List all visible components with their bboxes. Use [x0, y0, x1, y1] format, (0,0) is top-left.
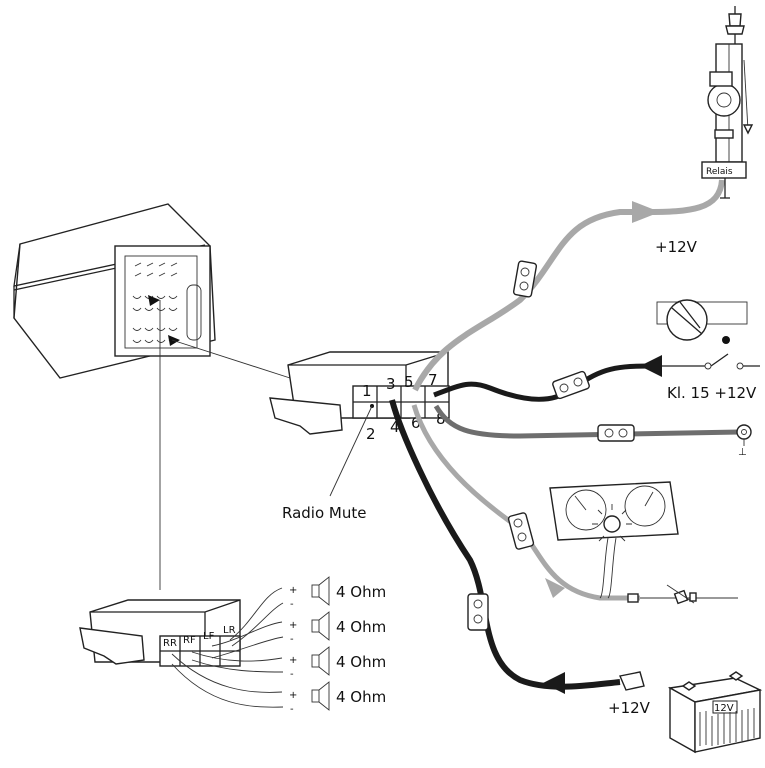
antenna-wire-connector — [512, 260, 538, 298]
pin-4-label: 4 — [390, 418, 400, 436]
instrument-cluster — [549, 481, 679, 599]
arrow-upper-socket — [148, 295, 160, 306]
pin-6-label: 6 — [411, 414, 421, 432]
speaker-2: + - 4 Ohm — [289, 611, 386, 645]
battery-power-label: +12V — [608, 699, 651, 717]
pin-2-label: 2 — [366, 425, 376, 443]
speaker-2-impedance: 4 Ohm — [336, 618, 386, 636]
radio-unit — [13, 203, 216, 379]
illumination-arrow — [545, 578, 565, 598]
channel-lf: LF — [203, 631, 215, 642]
dimmer-circuit — [627, 584, 738, 605]
antenna-wire — [412, 179, 725, 392]
ignition-label: Kl. 15 +12V — [667, 384, 757, 402]
ignition-wire — [433, 363, 651, 402]
antenna-arrow — [632, 201, 660, 223]
ignition-arrow — [640, 355, 662, 377]
ground-wire-connector — [597, 424, 635, 442]
antenna-power-label: +12V — [655, 238, 698, 256]
pin-1-label: 1 — [362, 382, 372, 400]
speaker-4-impedance: 4 Ohm — [336, 688, 386, 706]
pin-3-label: 3 — [386, 375, 396, 393]
leader-line-main — [171, 339, 291, 379]
ground-symbol: ⊥ — [738, 447, 747, 458]
svg-text:+: + — [289, 690, 297, 701]
svg-text:+: + — [289, 655, 297, 666]
speaker-1: + - 4 Ohm — [289, 576, 386, 610]
svg-text:-: - — [290, 704, 294, 715]
pin-7-label: 7 — [428, 371, 438, 389]
svg-text:+: + — [289, 585, 297, 596]
speaker-3: + - 4 Ohm — [289, 646, 386, 680]
channel-rr: RR — [163, 638, 177, 649]
socket-pins — [132, 262, 178, 343]
speaker-4: + - 4 Ohm — [289, 681, 386, 715]
svg-text:-: - — [290, 599, 294, 610]
channel-rf: RF — [183, 635, 196, 646]
svg-text:+: + — [289, 620, 297, 631]
svg-text:-: - — [290, 669, 294, 680]
pin-5-label: 5 — [404, 373, 414, 391]
radio-mute-label: Radio Mute — [282, 504, 366, 522]
pin-8-label: 8 — [436, 410, 446, 428]
power-antenna — [701, 6, 754, 199]
speaker-wires — [171, 587, 284, 708]
speaker-1-impedance: 4 Ohm — [336, 583, 386, 601]
battery-voltage: 12V — [714, 703, 734, 714]
ground-wire — [433, 404, 741, 439]
speaker-3-impedance: 4 Ohm — [336, 653, 386, 671]
relais-label: Relais — [706, 167, 733, 177]
main-connector: 1 2 3 4 5 6 7 8 — [269, 351, 450, 443]
ignition-switch — [656, 299, 760, 370]
battery-wire — [389, 399, 621, 690]
speaker-connector: RR RF LF LR — [79, 599, 241, 667]
battery-wire-connector — [467, 593, 489, 631]
channel-lr: LR — [223, 625, 236, 636]
battery — [619, 671, 763, 754]
svg-text:-: - — [290, 634, 294, 645]
battery-arrow — [543, 672, 565, 694]
radio-mute-leader — [329, 405, 373, 497]
ground-terminal — [736, 424, 752, 446]
ignition-wire-connector — [552, 370, 590, 400]
illumination-wire-connector — [507, 512, 535, 550]
